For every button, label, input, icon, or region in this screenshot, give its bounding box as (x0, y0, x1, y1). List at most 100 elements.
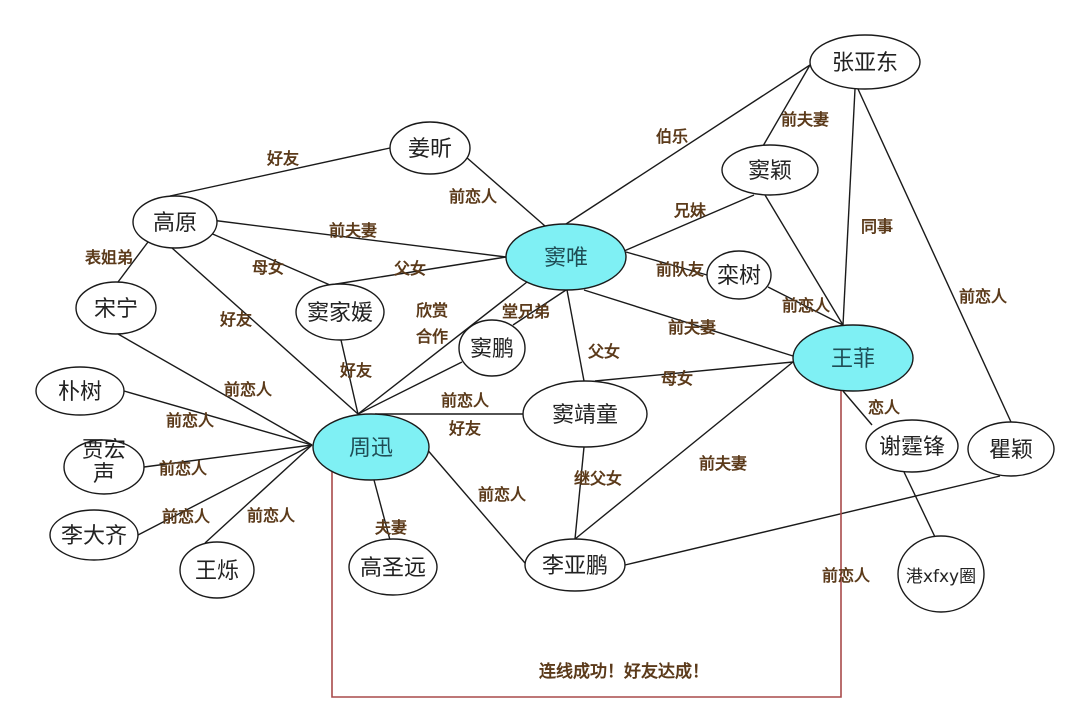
node-douwei: 窦唯 (505, 223, 627, 291)
edge-label: 前恋人 (166, 411, 215, 430)
edge-label: 前恋人 (782, 296, 831, 315)
edge-luanshu-wangfei (767, 286, 844, 326)
node-label: 港xfxy圈 (906, 567, 976, 587)
node-label: 谢霆锋 (879, 435, 945, 460)
edge-labels-layer: 好友前恋人前夫妻母女父女表姐弟好友好友欣赏合作堂兄弟前恋人好友父女母女前夫妻伯乐… (84, 110, 1008, 682)
edge-label: 前恋人 (449, 187, 498, 206)
edge-doujingtong-liyapeng (574, 446, 585, 540)
edge-zhouxun-gaoshengyuan (373, 479, 391, 541)
edge-gaoyuan-jiangxin (169, 147, 391, 197)
edge-label: 堂兄弟 (502, 302, 550, 321)
edge-zhangyadong-douying (762, 64, 811, 147)
edge-douwei-doujingtong (566, 289, 585, 382)
node-label: 李亚鹏 (542, 554, 608, 579)
node-songning: 宋宁 (75, 281, 157, 335)
node-ellipse (75, 281, 157, 335)
node-label: 高原 (153, 211, 197, 236)
node-jiangxin: 姜昕 (389, 121, 471, 175)
edges-layer (117, 64, 1012, 566)
edge-label: 好友 (219, 310, 253, 329)
edge-label: 兄妹 (673, 201, 707, 220)
node-label: 宋宁 (94, 297, 138, 322)
node-label: 窦鹏 (470, 337, 514, 362)
edge-gaoyuan-zhouxun (171, 247, 359, 415)
edge-gaoyuan-songning (117, 241, 149, 283)
edge-songning-zhouxun (117, 333, 313, 446)
node-ellipse (35, 366, 125, 416)
node-ellipse (312, 413, 430, 481)
edge-wangfei-xietingfeng (842, 390, 873, 426)
edge-label: 前队友 (656, 260, 705, 279)
node-zhangyadong: 张亚东 (809, 34, 921, 90)
edge-douwei-douying (623, 194, 755, 252)
node-ellipse (865, 419, 959, 473)
node-ellipse (897, 535, 985, 613)
connector-box-layer (331, 391, 842, 698)
edge-label: 母女 (661, 369, 693, 388)
node-doujingtong: 窦靖童 (522, 380, 648, 448)
node-label: 王菲 (831, 347, 875, 372)
edge-jiangxin-douwei (457, 149, 546, 227)
edge-label: 好友 (266, 149, 300, 168)
node-label: 高圣远 (360, 556, 426, 581)
edge-label: 伯乐 (656, 127, 688, 146)
edge-douwei-luanshu (625, 251, 708, 276)
edge-label: 父女 (393, 259, 426, 278)
node-label: 周迅 (349, 436, 393, 461)
node-gangquan: 港xfxy圈 (897, 535, 985, 613)
edge-label: 欣赏 (416, 301, 448, 320)
edge-doujiayuan-douwei (329, 256, 507, 286)
node-label: 张亚东 (832, 51, 898, 76)
edge-label: 恋人 (868, 398, 901, 417)
node-ellipse (706, 250, 772, 300)
edge-label: 表姐弟 (84, 248, 133, 267)
connector-label: 前恋人 (822, 566, 871, 585)
edge-label: 前夫妻 (781, 110, 829, 129)
node-jiahongsheng: 贾宏声 (63, 438, 145, 495)
node-doupeng: 窦鹏 (458, 319, 526, 377)
edge-label: 继父女 (574, 469, 622, 488)
node-ellipse (522, 380, 648, 448)
node-ellipse (49, 509, 139, 561)
edge-label: 合作 (416, 327, 448, 346)
edge-label: 前夫妻 (699, 454, 747, 473)
node-zhouxun: 周迅 (312, 413, 430, 481)
edge-label: 前夫妻 (329, 221, 377, 240)
node-quying: 瞿颖 (967, 421, 1055, 477)
node-ellipse (295, 283, 385, 341)
node-label: 李大齐 (61, 524, 127, 549)
node-wangshuo: 王烁 (179, 541, 255, 599)
node-label: 栾树 (717, 264, 761, 289)
edge-label: 前恋人 (159, 459, 208, 478)
edge-label: 前夫妻 (668, 318, 716, 337)
edge-lidaqi-zhouxun (137, 444, 313, 536)
edge-label: 夫妻 (375, 518, 407, 537)
node-ellipse (132, 195, 218, 249)
zhouxun-wangfei-connector (331, 391, 842, 698)
edge-douwei-doupeng (512, 289, 567, 326)
node-label-line: 贾宏 (82, 438, 126, 463)
edge-doujingtong-wangfei (594, 361, 794, 382)
edge-douying-wangfei (764, 194, 844, 326)
node-ellipse (179, 541, 255, 599)
edge-label: 前恋人 (441, 391, 490, 410)
edge-label: 同事 (861, 217, 893, 236)
edge-label: 母女 (252, 258, 284, 277)
edge-label: 好友 (339, 361, 373, 380)
edge-douwei-wangfei (583, 289, 794, 357)
node-douying: 窦颖 (721, 144, 819, 196)
edge-label: 前恋人 (162, 507, 211, 526)
node-ellipse (348, 538, 438, 596)
edge-wangfei-liyapeng (574, 361, 794, 540)
node-ellipse (524, 538, 626, 592)
edge-gaoyuan-douwei (210, 219, 507, 258)
edge-douwei-zhangyadong (565, 64, 811, 225)
node-label: 朴树 (58, 380, 102, 405)
node-ellipse (967, 421, 1055, 477)
edge-zhangyadong-quying (857, 88, 1012, 423)
node-pushu: 朴树 (35, 366, 125, 416)
node-label: 窦家媛 (307, 301, 373, 326)
node-label: 窦唯 (544, 246, 588, 271)
node-liyapeng: 李亚鹏 (524, 538, 626, 592)
